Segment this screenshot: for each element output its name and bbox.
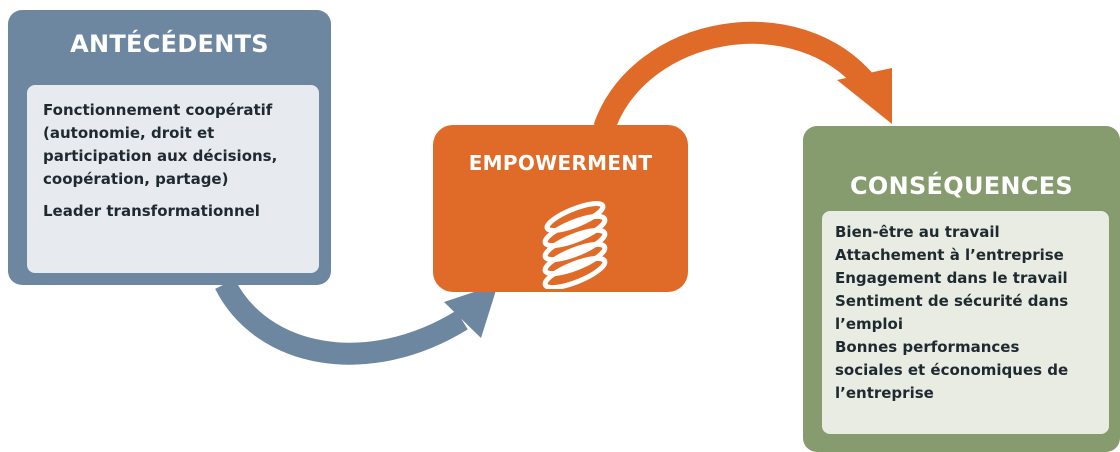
antecedents-box: ANTÉCÉDENTS Fonctionnement coopératif (a… (8, 10, 331, 285)
spring-icon (542, 201, 608, 289)
empowerment-box: EMPOWERMENT (433, 125, 688, 292)
consequence-line: sociales et économiques de (835, 361, 1069, 379)
antecedents-item-cooperative: Fonctionnement coopératif (autonomie, dr… (43, 99, 309, 191)
antecedents-item-leader: Leader transformationnel (43, 200, 309, 223)
arrow-antecedents-to-empowerment (215, 278, 468, 365)
antecedents-title: ANTÉCÉDENTS (70, 30, 269, 58)
text-line: Leader transformationnel (43, 202, 260, 220)
consequences-box: CONSÉQUENCES Bien-être au travail Attach… (803, 126, 1120, 452)
empowerment-title: EMPOWERMENT (468, 151, 653, 175)
antecedents-content: Fonctionnement coopératif (autonomie, dr… (27, 85, 319, 273)
text-line: (autonomie, droit et (43, 124, 215, 142)
text-line: coopération, partage) (43, 170, 229, 188)
consequences-title: CONSÉQUENCES (849, 172, 1074, 200)
consequence-line: l’emploi (835, 315, 903, 333)
consequence-line: Sentiment de sécurité dans (835, 292, 1069, 310)
consequence-line: Attachement à l’entreprise (835, 246, 1064, 264)
text-line: participation aux décisions, (43, 147, 278, 165)
consequence-line: Bien-être au travail (835, 223, 1000, 241)
arrow-head-blue (444, 284, 498, 338)
consequence-line: Bonnes performances (835, 338, 1020, 356)
consequence-line: l’entreprise (835, 384, 934, 402)
consequences-content: Bien-être au travail Attachement à l’ent… (822, 211, 1109, 434)
consequence-line: Engagement dans le travail (835, 269, 1068, 287)
arrow-empowerment-to-consequences (593, 21, 877, 132)
text-line: Fonctionnement coopératif (43, 101, 273, 119)
arrow-head-orange (837, 68, 892, 124)
